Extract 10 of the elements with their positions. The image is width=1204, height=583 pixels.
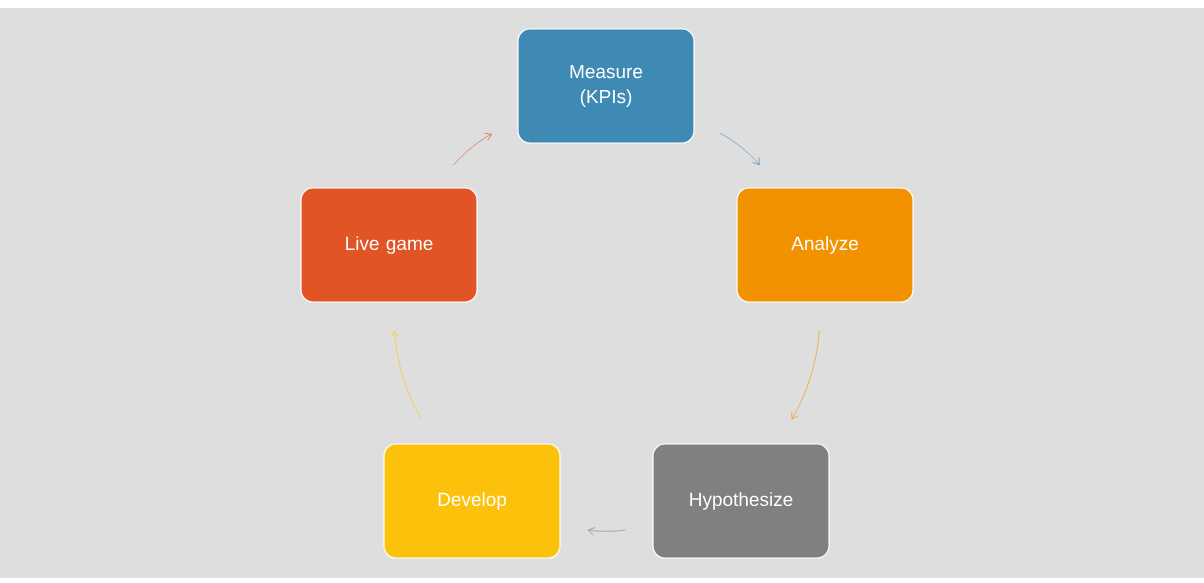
process-box: Measure (KPIs) (517, 28, 695, 144)
arrow (390, 330, 422, 420)
arrow (791, 330, 820, 420)
arrow (719, 133, 760, 165)
process-box: Hypothesize (652, 443, 830, 559)
process-box: Analyze (736, 187, 914, 303)
arrow (588, 527, 626, 536)
process-box: Develop (383, 443, 561, 559)
arrow (453, 132, 492, 166)
process-box: Live game (300, 187, 478, 303)
